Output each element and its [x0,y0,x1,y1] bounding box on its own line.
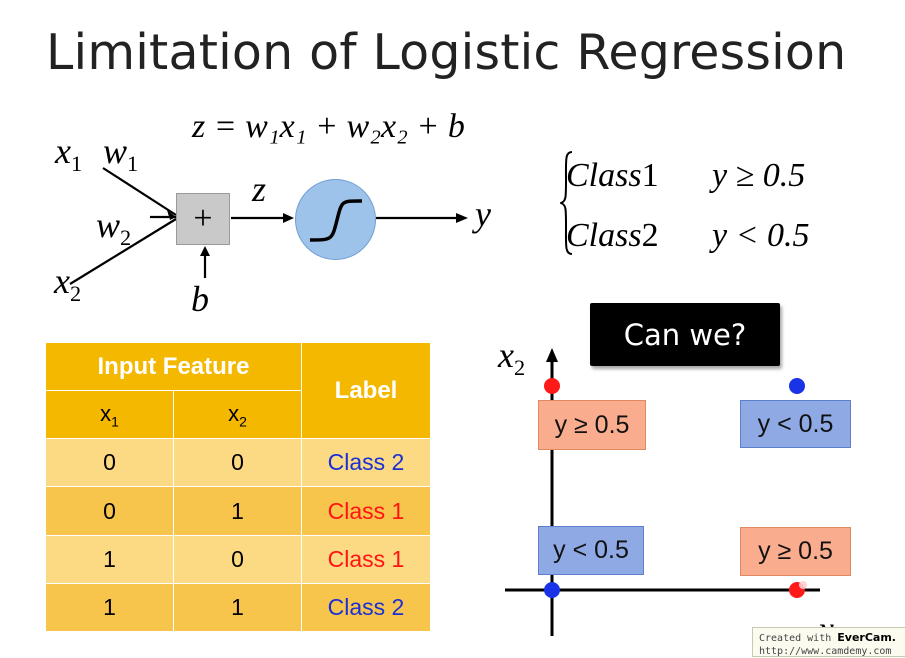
truth-table: Input Feature Label x1 x2 0 0 Class 2 0 … [45,341,431,633]
y-axis-arrow-icon [546,348,558,362]
sum-symbol: + [193,200,213,237]
bias-label: b [191,279,209,319]
region-label-top-left: y ≥ 0.5 [538,400,646,450]
input-feature-header: Input Feature [45,341,302,392]
x1-input-arrow [102,167,177,216]
cell-x2: 1 [172,582,303,633]
cell-x2: 0 [172,534,303,584]
cell-x1: 0 [45,486,174,536]
x2-input-arrow [69,218,177,285]
can-we-callout: Can we? [590,303,780,366]
cell-label: Class 1 [301,486,431,536]
cell-label: Class 1 [301,534,431,584]
cursor-highlight-icon [799,581,807,589]
cell-x1: 0 [45,438,174,488]
point-class2-origin [544,582,560,598]
table-row: 1 1 Class 2 [45,582,431,633]
region-label-top-right: y < 0.5 [740,400,851,448]
cell-x2: 0 [172,438,303,488]
slide-title: Limitation of Logistic Regression [46,24,847,81]
w2-label: w2 [96,205,132,250]
sigmoid-node [295,179,376,260]
cell-label: Class 2 [301,438,431,488]
label-header: Label [301,341,431,440]
x1-label: x1 [55,131,83,176]
point-class2-top-right [789,378,805,394]
neuron-equation: z = w₁x₁ + w₂x₂ + b [192,108,465,145]
sigmoid-curve-icon [309,199,363,242]
class-rules: Class1 y ≥ 0.5 Class2 y < 0.5 [566,146,810,266]
table-row: 0 1 Class 1 [45,486,431,536]
class-rule-2: Class2 y < 0.5 [566,217,810,254]
sum-node: + [176,193,230,245]
point-class1-top-left [544,378,560,394]
cell-x1: 1 [45,534,174,584]
z-label: z [252,169,267,209]
x2-label: x2 [54,261,82,306]
class-rule-1: Class1 y ≥ 0.5 [566,157,806,194]
table-row: 1 0 Class 1 [45,534,431,584]
cell-x2: 1 [172,486,303,536]
y-output-label: y [475,194,491,234]
cases-brace [560,151,572,255]
plot-y-axis-label: x2 [498,335,526,380]
region-label-bottom-left: y < 0.5 [538,526,644,575]
cell-label: Class 2 [301,582,431,633]
table-row: 0 0 Class 2 [45,438,431,488]
region-label-bottom-right: y ≥ 0.5 [740,527,851,576]
evercam-watermark: Created with EverCam. http://www.camdemy… [752,627,905,657]
cell-x1: 1 [45,582,174,633]
w1-label: w1 [103,131,139,176]
x2-column-header: x2 [172,390,303,440]
